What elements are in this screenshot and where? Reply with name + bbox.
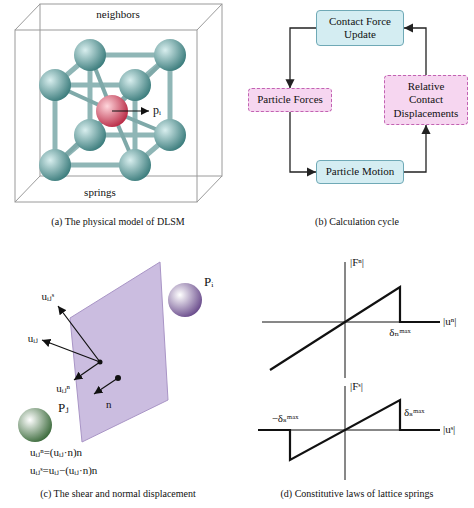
particle-label: pᵢ [153,103,161,117]
panel-caption: (b) Calculation cycle [315,216,399,228]
plot-axes [258,262,440,480]
box-text: Relative Contact Displacements [390,80,462,120]
process-box: Relative Contact Displacements [384,75,468,125]
equation: uᵢⱼⁿ=(uᵢⱼ·n)n [30,446,82,459]
process-box: Contact Force Update [316,10,404,46]
vector-label: uᵢⱼˢ [41,290,54,303]
limit-label: δₙᵐᵃˣ [389,326,411,339]
neighbor-particle [74,119,106,151]
neighbor-particle [119,149,151,181]
panel-caption: (c) The shear and normal displacement [40,488,196,500]
neighbor-particle [39,69,71,101]
axis-label: |Fⁿ| [350,256,364,269]
limit-label: δₛᵐᵃˣ [404,406,424,419]
vector-origin [98,360,103,365]
process-box: Particle Motion [316,160,404,183]
position-arrow [112,110,149,111]
lattice-cube [39,39,186,181]
displacement-vectors [42,306,118,394]
axis-label: |uˢ| [443,423,455,436]
shear-law-curve [258,400,440,460]
limit-label: −δₛᵐᵃˣ [272,412,299,425]
neighbor-particle [154,39,186,71]
vector-label: uᵢⱼ [28,332,38,345]
normal-law-curve [270,287,440,370]
box-text: Contact Force Update [322,15,398,41]
panel-caption: (d) Constitutive laws of lattice springs [280,488,433,500]
neighbor-particle [74,39,106,71]
neighbor-particle [119,69,151,101]
cycle-arrow [404,28,426,75]
equation: uᵢⱼˢ=uᵢⱼ−(uᵢⱼ·n)n [30,464,97,477]
panel-caption: (a) The physical model of DLSM [51,216,184,228]
neighbor-particle [39,149,71,181]
particle-label: Pᵢ [204,274,213,290]
axis-label: |uⁿ| [443,315,456,328]
process-box: Particle Forces [248,88,332,111]
axis-label: |Fˢ| [350,380,363,393]
box-text: Particle Motion [322,165,398,178]
part-label: neighbors [96,8,139,21]
particle-label: Pⱼ [58,400,69,416]
normal-origin [115,375,121,381]
cycle-arrow [290,112,316,172]
particle-i [168,283,202,317]
box-text: Particle Forces [254,93,326,106]
bounding-box [15,4,222,202]
vector-label: uᵢⱼⁿ [56,382,70,395]
vector-label: n [106,398,112,411]
neighbor-particle [154,119,186,151]
cycle-arrow [290,28,316,88]
part-label: springs [84,186,116,199]
cycle-arrow [404,125,426,172]
particle-j [18,408,52,442]
contact-plane [70,262,168,442]
